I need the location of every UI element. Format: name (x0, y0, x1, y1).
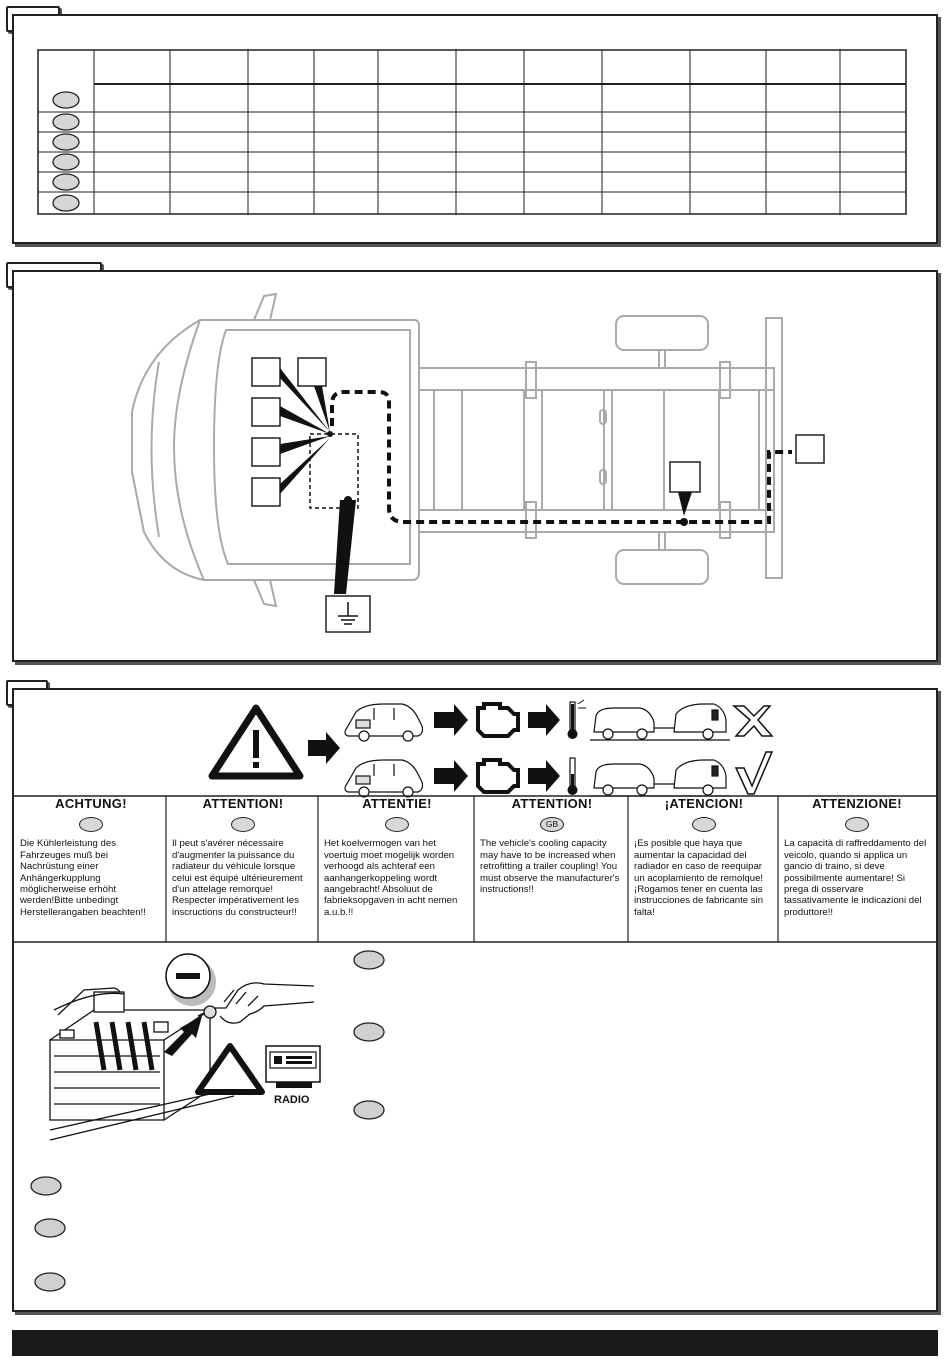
language-marker-oval (34, 1272, 66, 1292)
warning-title: ACHTUNG! (55, 796, 127, 811)
warning-title: ATTENTION! (511, 796, 593, 811)
warning-text: La capacità di raffreddamento del veicol… (784, 838, 927, 918)
vehicle-chassis (418, 315, 783, 585)
warning-title: ATTENZIONE! (812, 796, 902, 811)
connection-pointers (280, 368, 692, 594)
language-marker-oval (353, 1100, 385, 1120)
warning-column: ¡ATENCION! ¡Es posible que haya que aumen… (630, 796, 778, 944)
language-badge (845, 817, 869, 833)
warning-column: ATTENTION! Il peut s'avérer nécessaire d'… (168, 796, 318, 944)
row-marker-oval (52, 113, 80, 131)
vehicle-cab (131, 292, 420, 608)
row-marker-oval (52, 194, 80, 212)
arrow-icon (164, 1016, 202, 1056)
radio-icon (265, 1045, 321, 1088)
check-icon (734, 751, 774, 795)
footer-bar (12, 1330, 938, 1356)
row-marker-oval (52, 91, 80, 109)
compatibility-table-panel (12, 14, 938, 244)
car-icon (344, 703, 424, 742)
warning-title: ATTENTION! (202, 796, 284, 811)
language-markers (30, 950, 385, 1292)
cooling-row-sufficient (344, 751, 774, 798)
warning-title: ATTENTIE! (362, 796, 432, 811)
language-badge: GB (540, 817, 564, 833)
engine-icon (476, 702, 520, 738)
cooling-warning-graphic (14, 699, 936, 1292)
cooling-row-insufficient (344, 699, 774, 742)
warning-text: Die Kühlerleistung des Fahrzeuges muß be… (20, 838, 146, 918)
radio-label: RADIO (274, 1094, 310, 1106)
warning-column: ACHTUNG! Die Kühlerleistung des Fahrzeuge… (16, 796, 166, 944)
thermometer-icon (567, 699, 586, 739)
ground-icon (325, 595, 371, 633)
language-badge (385, 817, 409, 833)
warning-column: ATTENTIE! Het koelvermogen van het voertu… (320, 796, 474, 944)
warning-text: Il peut s'avérer nécessaire d'augmenter … (172, 838, 303, 918)
language-marker-oval (34, 1218, 66, 1238)
warning-text: ¡Es posible que haya que aumentar la cap… (634, 838, 764, 918)
warning-column: ATTENZIONE! La capacità di raffreddamento… (780, 796, 934, 944)
warning-title: ¡ATENCION! (664, 796, 744, 811)
warning-column: ATTENTION! GB The vehicle's cooling capaci… (476, 796, 628, 944)
wiring-diagram-panel (12, 270, 938, 662)
row-marker-oval (52, 153, 80, 171)
cross-icon (732, 705, 774, 737)
compatibility-table (37, 49, 907, 215)
language-marker-oval (353, 950, 385, 970)
row-marker-oval (52, 133, 80, 151)
warning-panel: ACHTUNG! Die Kühlerleistung des Fahrzeuge… (12, 688, 938, 1312)
language-marker-oval (353, 1022, 385, 1042)
warning-text: The vehicle's cooling capacity may have … (480, 838, 620, 896)
language-badge (692, 817, 716, 833)
language-badge (231, 817, 255, 833)
minus-icon (165, 953, 216, 1006)
wiring-route (330, 390, 792, 524)
warning-triangle-icon (208, 704, 304, 780)
row-marker-oval (52, 173, 80, 191)
relay-area (309, 433, 359, 509)
hand-disconnect-icon (53, 982, 315, 1024)
warning-triangle-icon (195, 1043, 265, 1095)
car-with-trailer-icon (590, 703, 730, 741)
connection-boxes (251, 357, 825, 507)
language-badge (79, 817, 103, 833)
warning-text: Het koelvermogen van het voertuig moet m… (324, 838, 458, 918)
language-marker-oval (30, 1176, 62, 1196)
arrow-icon (308, 732, 340, 764)
vehicle-wiring-diagram (131, 292, 825, 633)
